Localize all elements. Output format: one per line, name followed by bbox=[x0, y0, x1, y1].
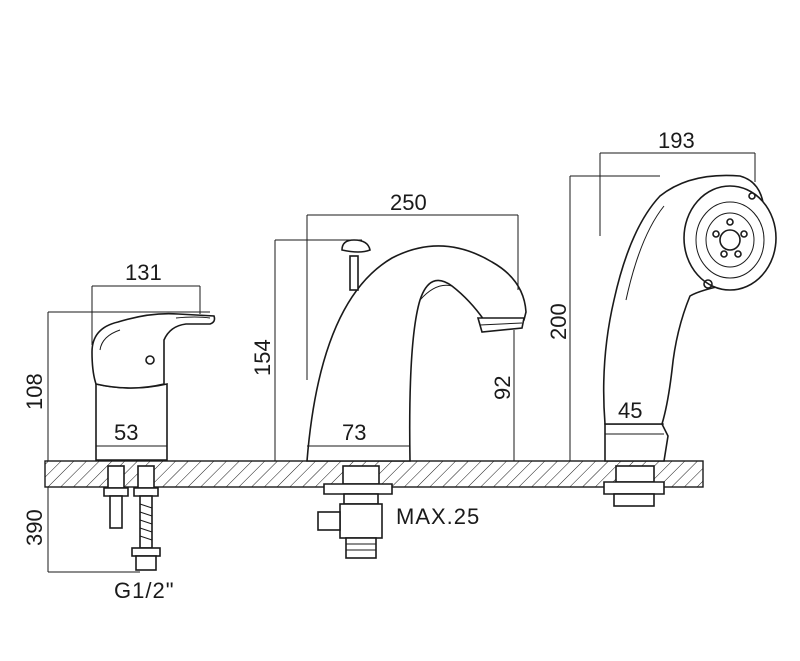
notes: MAX.25 G1/2" bbox=[114, 504, 480, 603]
dim-spout-width: 250 bbox=[390, 190, 427, 215]
dim-spout-outlet-height: 92 bbox=[490, 376, 515, 400]
dim-handle-height: 108 bbox=[22, 373, 47, 410]
lever-handle-unit bbox=[91, 312, 216, 571]
dim-spout-height: 154 bbox=[250, 339, 275, 376]
hand-shower-unit bbox=[602, 174, 777, 507]
dim-shower-base: 45 bbox=[618, 398, 642, 423]
dim-below-deck: 390 bbox=[22, 509, 47, 546]
dimension-labels: 131 108 53 390 250 154 92 73 193 200 45 bbox=[22, 128, 695, 546]
note-thread: G1/2" bbox=[114, 578, 175, 603]
dim-spout-base: 73 bbox=[342, 420, 366, 445]
spout-unit bbox=[306, 239, 527, 559]
dim-handle-width: 131 bbox=[125, 260, 162, 285]
dimension-lines bbox=[47, 152, 756, 573]
dim-handle-base: 53 bbox=[114, 420, 138, 445]
dim-shower-height: 200 bbox=[546, 303, 571, 340]
dim-shower-width: 193 bbox=[658, 128, 695, 153]
note-max-deck: MAX.25 bbox=[396, 504, 480, 529]
